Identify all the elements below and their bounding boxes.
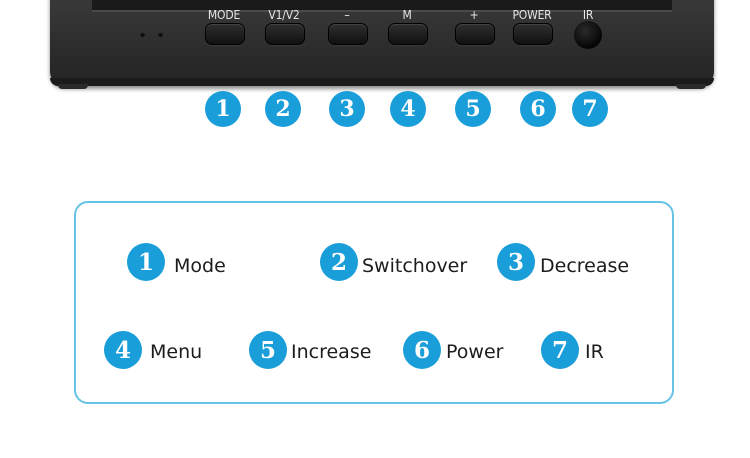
monitor-foot-left — [58, 84, 88, 89]
v1v2-button-label: V1/V2 — [268, 8, 300, 22]
legend-box — [74, 201, 674, 404]
legend-label-decrease: Decrease — [540, 255, 630, 277]
callout-badge-1: 1 — [205, 91, 241, 127]
legend-badge-1: 1 — [127, 243, 165, 281]
power-hardware-button[interactable] — [513, 23, 553, 45]
legend-label-increase: Increase — [291, 341, 372, 363]
callout-badge-4: 4 — [390, 91, 426, 127]
mode-button-label: MODE — [207, 8, 241, 22]
legend-badge-6: 6 — [403, 331, 441, 369]
minus-button-label: – — [344, 8, 350, 22]
legend-label-ir: IR — [585, 341, 604, 363]
power-button-label: POWER — [512, 8, 552, 22]
minus-hardware-button[interactable] — [328, 23, 368, 45]
legend-badge-7: 7 — [541, 331, 579, 369]
callout-badge-6: 6 — [520, 91, 556, 127]
callout-badge-7: 7 — [572, 91, 608, 127]
callout-badge-5: 5 — [455, 91, 491, 127]
callout-badge-3: 3 — [329, 91, 365, 127]
screen-edge — [92, 0, 672, 12]
ir-sensor-label: IR — [582, 8, 594, 22]
monitor-foot-right — [676, 84, 706, 89]
legend-badge-4: 4 — [104, 331, 142, 369]
callout-badge-2: 2 — [265, 91, 301, 127]
v1v2-hardware-button[interactable] — [265, 23, 305, 45]
menu-button-label: M — [402, 8, 412, 22]
legend-badge-5: 5 — [249, 331, 287, 369]
bezel-lip — [50, 78, 714, 86]
ir-sensor — [574, 21, 602, 49]
status-led-dot — [158, 32, 163, 37]
status-led-dot — [140, 32, 145, 37]
menu-hardware-button[interactable] — [388, 23, 428, 45]
legend-badge-2: 2 — [320, 243, 358, 281]
plus-button-label: + — [469, 8, 479, 22]
legend-label-menu: Menu — [150, 341, 203, 363]
mode-hardware-button[interactable] — [205, 23, 245, 45]
legend-label-power: Power — [446, 341, 504, 363]
monitor-bezel: MODE V1/V2 – M + POWER IR — [50, 0, 714, 86]
legend-label-mode: Mode — [174, 255, 226, 277]
legend-badge-3: 3 — [497, 243, 535, 281]
plus-hardware-button[interactable] — [455, 23, 495, 45]
legend-label-switchover: Switchover — [362, 255, 468, 277]
